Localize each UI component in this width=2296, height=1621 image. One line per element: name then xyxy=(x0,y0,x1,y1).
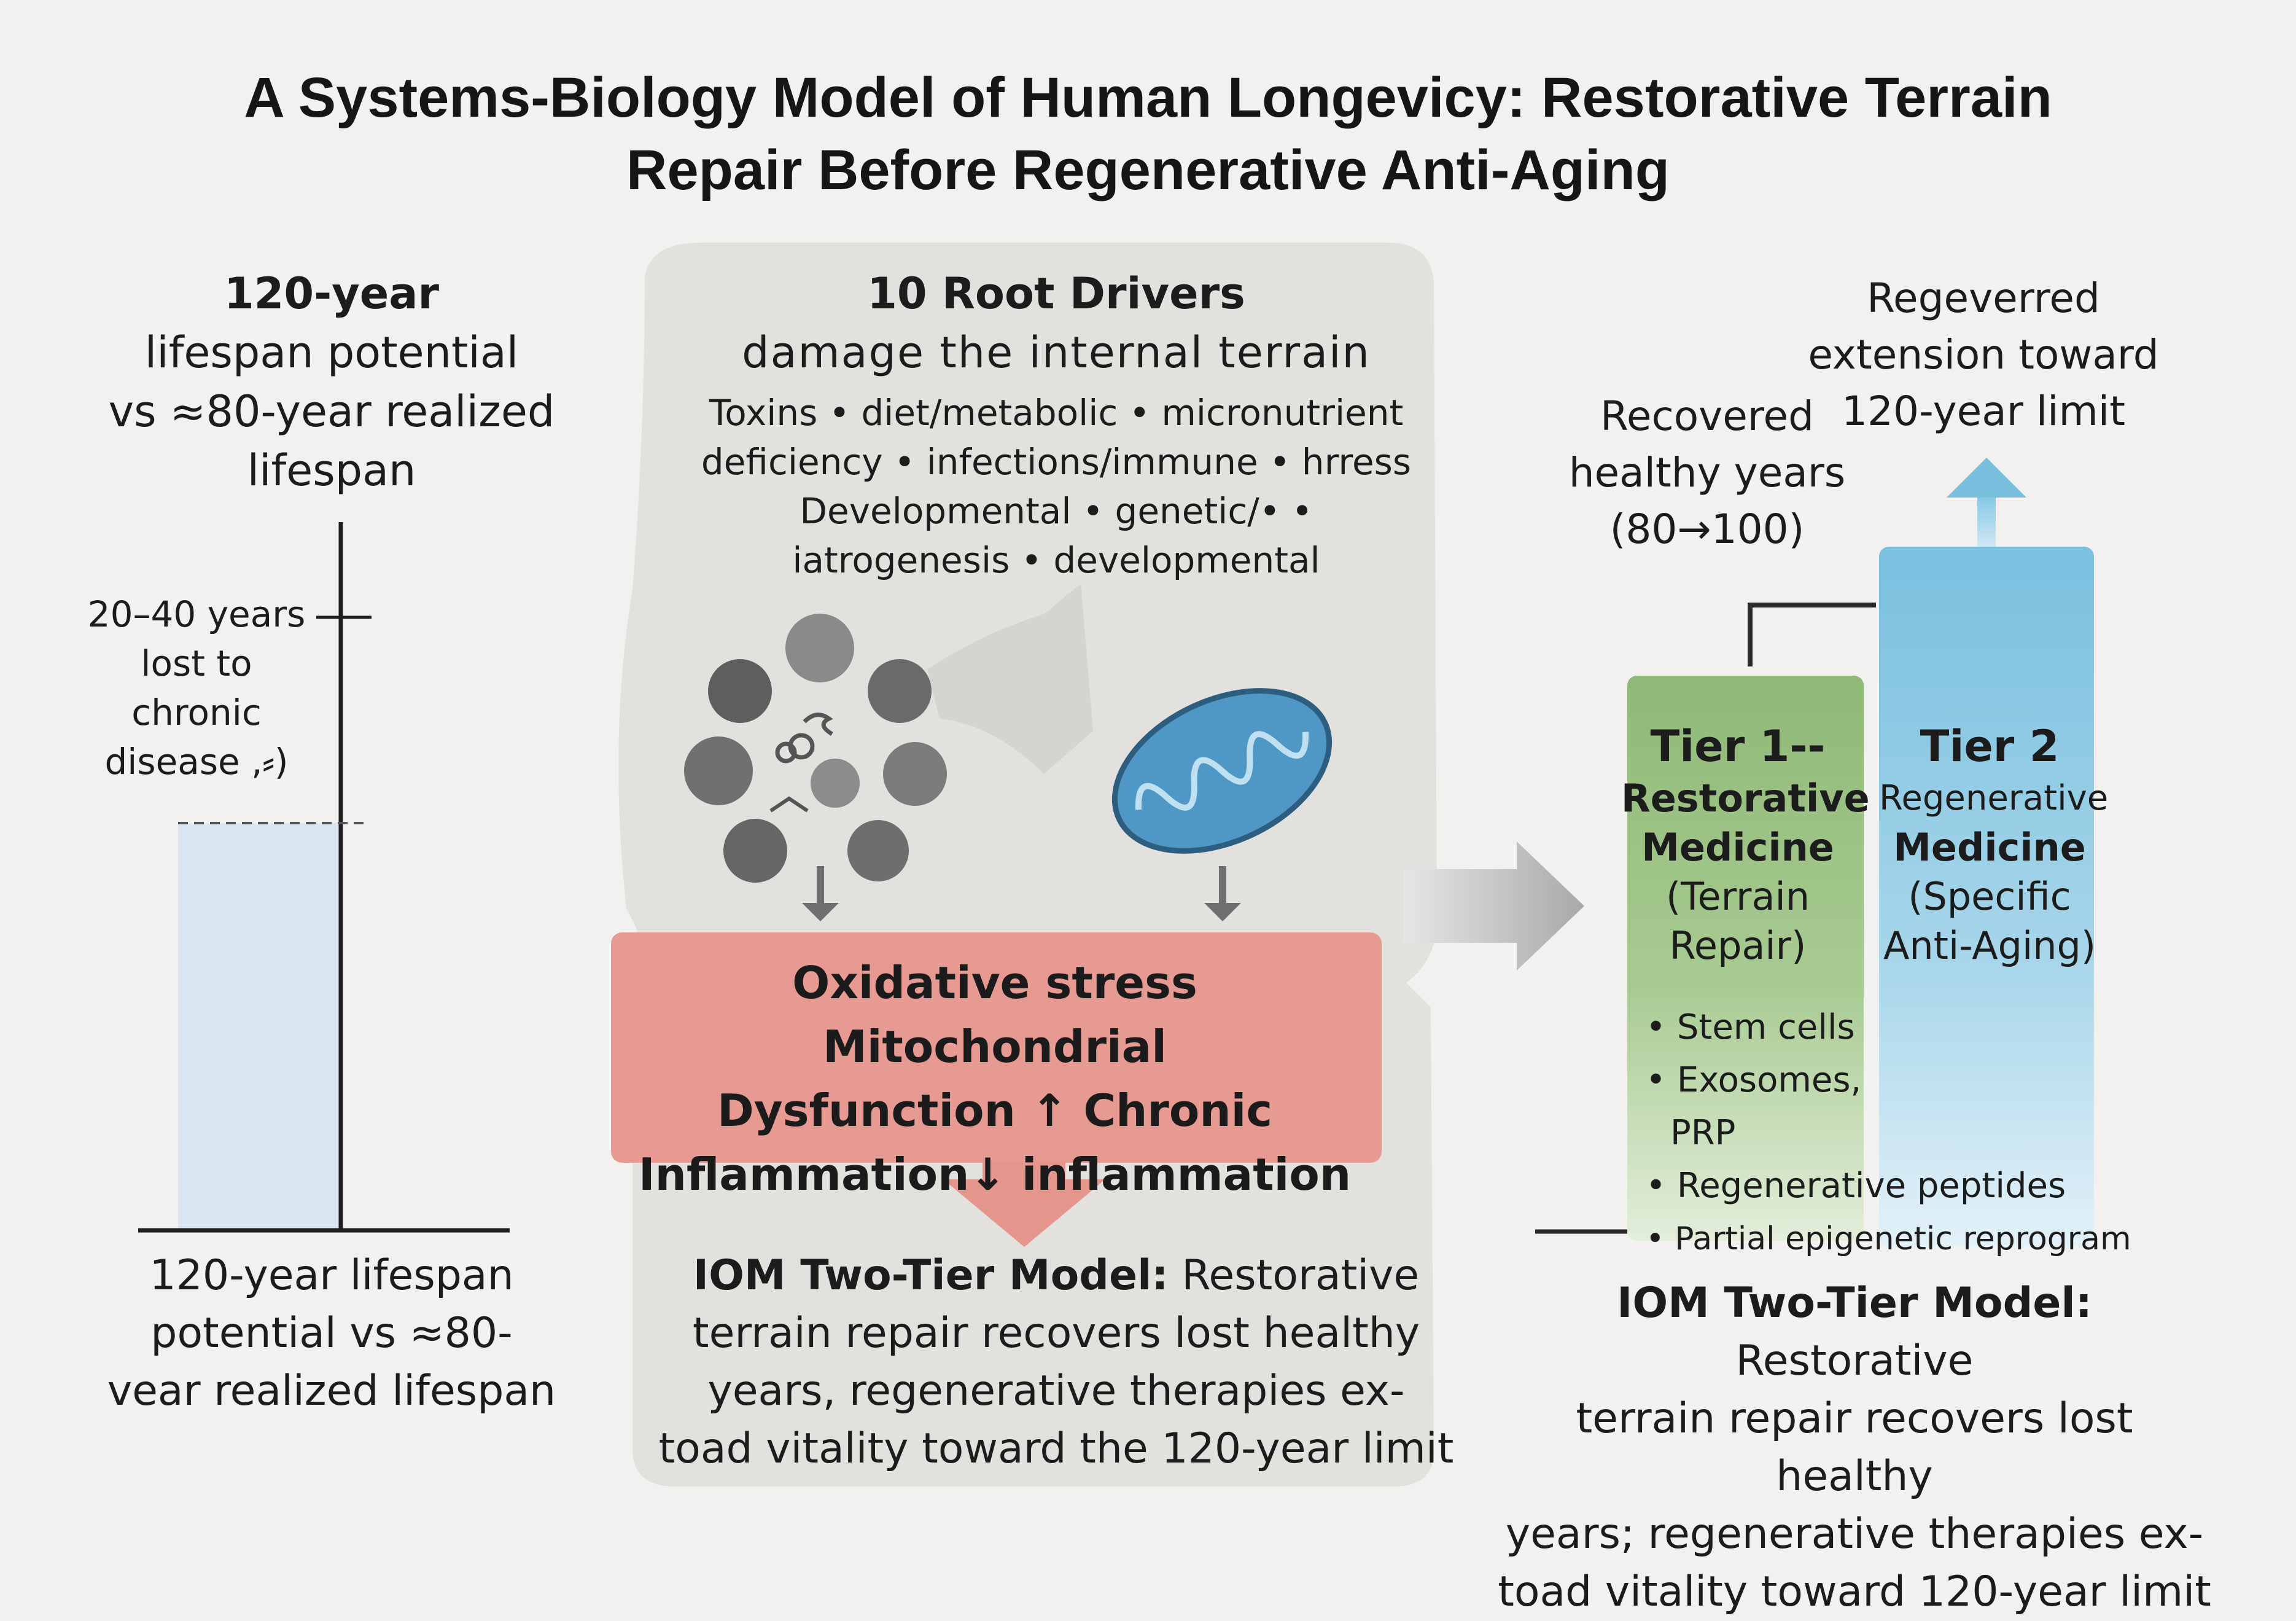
lost-line: chronic xyxy=(131,692,262,733)
right-footer-line: toad vitality toward 120-year limit xyxy=(1498,1568,2211,1616)
left-footer-line: vear realized lifespan xyxy=(107,1367,556,1415)
center-footer-line: years, regenerative therapies ex- xyxy=(707,1367,1405,1415)
diagram-graphics xyxy=(138,243,2094,1486)
pathology-box-text: Oxidative stress Mitochondrial Dysfuncti… xyxy=(626,951,1363,1206)
left-footer: 120-year lifespan potential vs ≈80- vear… xyxy=(74,1247,590,1420)
pathology-line: Oxidative stress Mitochondrial xyxy=(792,957,1197,1072)
therapy-item: • Exosomes, xyxy=(1646,1060,1862,1100)
tier2-name: Regenerative xyxy=(1879,778,2109,818)
tier1-title: Tier 1-- xyxy=(1650,721,1826,771)
tier1-sub: Repair) xyxy=(1669,923,1807,968)
therapy-item: • Partial epigenetic reprogram xyxy=(1646,1221,2131,1257)
tier2-name: Medicine xyxy=(1893,825,2086,870)
tier1-bar xyxy=(1627,676,1864,1241)
therapy-list: • Stem cells • Exosomes, PRP • Regenerat… xyxy=(1646,1001,2131,1265)
realized-lifespan-bar xyxy=(178,823,341,1228)
right-footer: IOM Two-Tier Model: Restorative terrain … xyxy=(1492,1275,2217,1621)
diagram-canvas: A Systems-Biology Model of Human Longevi… xyxy=(0,61,2296,1616)
tier2-sub: (Specific xyxy=(1908,874,2071,919)
diagram-title: A Systems-Biology Model of Human Longevi… xyxy=(0,61,2296,206)
recovered-years-label: Recovered healthy years (80→100) xyxy=(1547,388,1867,558)
tier1-sub: (Terrain xyxy=(1665,874,1810,919)
down-arrow-icon xyxy=(802,866,1241,921)
left-heading-line: lifespan potential xyxy=(144,327,519,378)
root-drivers-heading: 10 Root Drivers damage the internal terr… xyxy=(632,264,1480,382)
pink-down-arrow xyxy=(943,1161,1105,1247)
center-footer: IOM Two-Tier Model: Restorative terrain … xyxy=(651,1247,1461,1478)
tier2-label: Tier 2 Regenerative Medicine (Specific A… xyxy=(1879,719,2109,971)
driver-line: iatrogenesis • developmental xyxy=(792,539,1320,581)
center-footer-first-line: IOM Two-Tier Model: Restorative xyxy=(651,1247,1461,1305)
tier2-bar xyxy=(1879,547,2094,1247)
extension-line: extension toward xyxy=(1808,331,2159,378)
center-footer-line: toad vitality toward the 120-year limit xyxy=(658,1424,1454,1473)
lost-line: disease ,⸗) xyxy=(104,741,289,783)
up-arrow-icon xyxy=(1947,458,2026,547)
right-footer-line: terrain repair recovers lost healthy xyxy=(1576,1394,2133,1501)
model-name: IOM Two-Tier Model: xyxy=(693,1251,1169,1300)
recovered-line: healthy years xyxy=(1568,449,1846,496)
root-drivers-title: 10 Root Drivers xyxy=(867,268,1245,319)
tier1-label: Tier 1-- Restorative Medicine (Terrain R… xyxy=(1621,719,1870,971)
faint-arrow xyxy=(927,584,1093,774)
right-footer-first-line: IOM Two-Tier Model: Restorative xyxy=(1492,1275,2217,1390)
extension-label: Regeverred extension toward 120-year lim… xyxy=(1793,270,2174,440)
years-lost-label: 20–40 years lost to chronic disease ,⸗) xyxy=(74,590,319,786)
model-text: Restorative xyxy=(1735,1337,1974,1385)
mitochondrion-icon xyxy=(1111,688,1333,854)
right-footer-line: years; regenerative therapies ex- xyxy=(1505,1510,2204,1558)
left-heading: 120-year lifespan potential vs ≈80-year … xyxy=(61,264,602,500)
tier1-name: Restorative xyxy=(1621,776,1870,821)
red-box xyxy=(611,932,1382,1163)
driver-line: Toxins • diet/metabolic • micronutrient xyxy=(709,392,1404,434)
extension-line: Regeverred xyxy=(1867,275,2100,322)
tier2-title: Tier 2 xyxy=(1920,721,2060,771)
therapy-item: • Regenerative peptides xyxy=(1646,1166,2066,1206)
recovered-line: Recovered xyxy=(1600,393,1814,440)
center-panel xyxy=(618,243,1438,1486)
driver-line: deficiency • infections/immune • hrress xyxy=(701,441,1412,483)
left-footer-line: potential vs ≈80- xyxy=(150,1309,513,1357)
extension-line: 120-year limit xyxy=(1841,388,2126,435)
therapy-item: PRP xyxy=(1670,1113,1736,1153)
pathology-line: Dysfunction ↑ Chronic xyxy=(717,1085,1273,1136)
therapy-item: • Stem cells xyxy=(1646,1007,1855,1047)
left-heading-line: lifespan xyxy=(247,445,416,496)
driver-line: Developmental • genetic/• • xyxy=(800,490,1313,532)
center-footer-line: terrain repair recovers lost healthy xyxy=(692,1309,1420,1357)
microbe-icon xyxy=(684,614,947,883)
pathology-line: Inflammation↓ inflammation xyxy=(638,1149,1352,1200)
root-drivers-subtitle: damage the internal terrain xyxy=(742,327,1371,378)
model-name: IOM Two-Tier Model: xyxy=(1617,1279,2092,1327)
recovered-line: (80→100) xyxy=(1609,506,1805,553)
tier2-sub: Anti-Aging) xyxy=(1883,923,2096,968)
title-line-1: A Systems-Biology Model of Human Longevi… xyxy=(244,66,2052,129)
title-line-2: Repair Before Regenerative Anti-Aging xyxy=(626,139,1670,201)
tier1-name: Medicine xyxy=(1641,825,1834,870)
left-heading-line: vs ≈80-year realized xyxy=(108,386,555,437)
lost-line: lost to xyxy=(141,643,252,684)
tier-connector xyxy=(1748,603,1876,666)
root-drivers-list: Toxins • diet/metabolic • micronutrient … xyxy=(663,388,1449,585)
model-text: Restorative xyxy=(1168,1251,1420,1300)
left-footer-line: 120-year lifespan xyxy=(149,1251,514,1300)
lost-line: 20–40 years xyxy=(87,593,306,635)
left-heading-bold: 120-year xyxy=(224,268,440,319)
right-arrow-icon xyxy=(1403,842,1584,971)
